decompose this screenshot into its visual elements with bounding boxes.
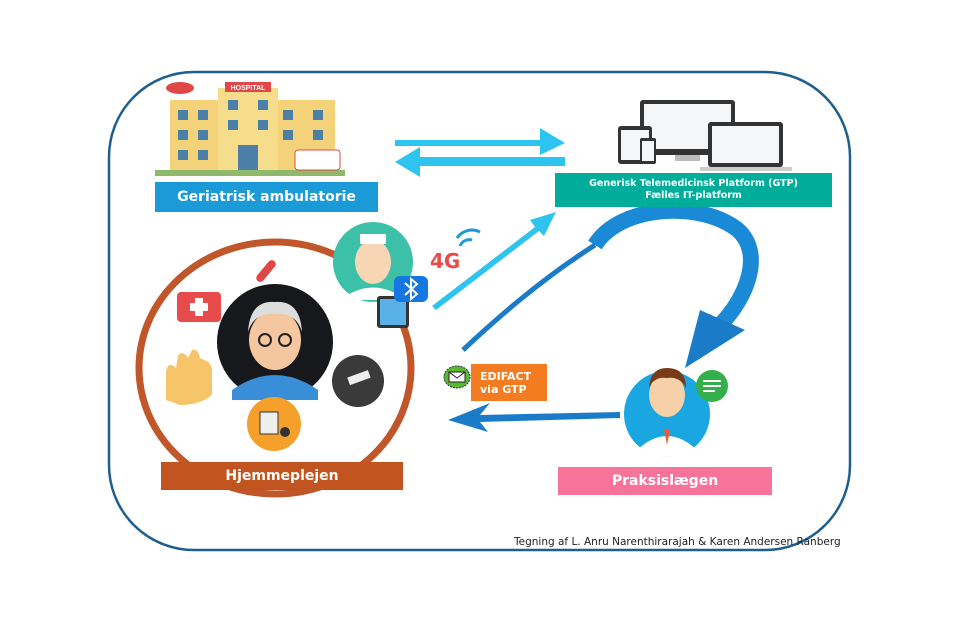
arrow-gtp-to-home [461, 242, 597, 352]
elderly-avatar [217, 284, 333, 400]
doctor-icon [624, 368, 710, 457]
home-care-ring [135, 238, 415, 498]
frame [107, 70, 852, 552]
arrow-home-to-gtp [432, 212, 556, 310]
bluetooth-icon [394, 276, 428, 302]
gp-label: Praksislægen [558, 467, 772, 495]
edifact-title: EDIFACT [480, 369, 532, 383]
hand-sensor-icon [166, 349, 212, 405]
arrow-to-gtp [395, 128, 565, 155]
hospital-icon: HOSPITAL [155, 82, 345, 176]
edifact-subtitle: via GTP [480, 382, 527, 396]
first-aid-kit-icon [177, 292, 221, 322]
home-care-label: Hjemmeplejen [161, 462, 403, 490]
home-care-text: Hjemmeplejen [225, 468, 339, 484]
chat-bubble-icon [696, 370, 728, 402]
4g-label: 4G [430, 249, 460, 273]
tablet-icon [377, 296, 409, 328]
devices-icon [618, 100, 792, 171]
gp-text: Praksislægen [611, 473, 719, 489]
gtp-title: Generisk Telemedicinsk Platform (GTP) [589, 178, 798, 189]
thermometer-icon [332, 355, 384, 407]
4g-signal-icon: 4G [430, 228, 481, 273]
blood-pressure-icon [247, 397, 301, 451]
geriatric-clinic-text: Geriatrisk ambulatorie [177, 189, 356, 205]
gtp-label: Generisk Telemedicinsk Platform (GTP) Fæ… [555, 173, 832, 207]
geriatric-clinic-label: Geriatrisk ambulatorie [155, 182, 378, 212]
envelope-icon [443, 365, 471, 389]
hospital-sign: HOSPITAL [231, 85, 267, 92]
credit-text: Tegning af L. Anru Narenthirarajah & Kar… [514, 536, 841, 548]
arrow-gp-to-home [448, 403, 620, 432]
edifact-label: EDIFACT via GTP [471, 364, 547, 401]
arrow-to-hospital [395, 147, 565, 177]
nurse-icon [333, 222, 413, 302]
test-tube-icon [256, 260, 276, 282]
arrow-gtp-to-gp [588, 202, 759, 368]
gtp-subtitle: Fælles IT-platform [645, 190, 742, 201]
